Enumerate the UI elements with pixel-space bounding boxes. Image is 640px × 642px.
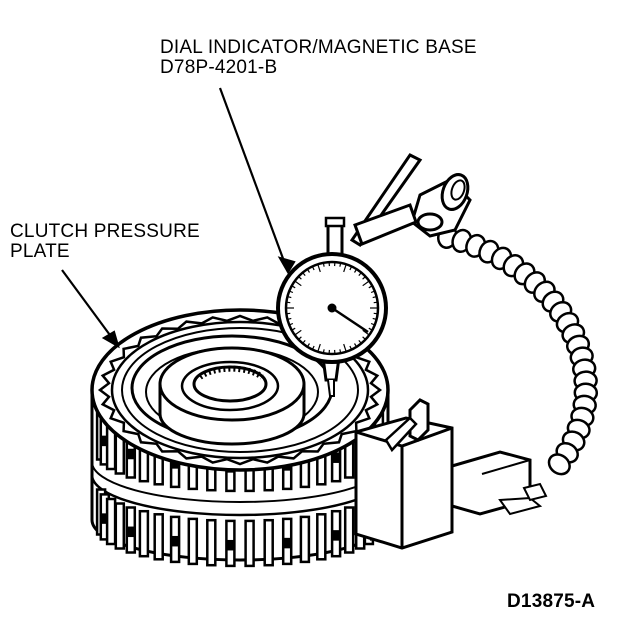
dial-tick [372, 317, 377, 320]
clutch-hub [130, 334, 334, 446]
dial-tick [311, 345, 315, 350]
dial-tick [322, 349, 325, 354]
dial-tick [302, 272, 306, 276]
spline-tooth [316, 513, 327, 561]
dial-tick [358, 340, 362, 344]
dial-tick [294, 280, 302, 287]
magnetic-base [354, 398, 548, 550]
dial-tick [298, 336, 302, 340]
spline-tooth [114, 502, 126, 550]
dial-tick [317, 343, 321, 352]
dial-tick [311, 266, 315, 271]
dial-indicator-label-line1: DIAL INDICATOR/MAGNETIC BASE [160, 37, 477, 58]
spline-tooth [105, 497, 117, 546]
spline-tooth [343, 506, 355, 554]
dial-tick [349, 266, 353, 271]
dial-tick [349, 345, 353, 350]
dial-tick [353, 268, 358, 273]
dial-tick [362, 329, 370, 336]
dial-tick [362, 280, 370, 287]
spline-tooth [244, 519, 255, 568]
dial-indicator [276, 216, 388, 397]
dial-tick [368, 285, 373, 289]
dial-tick [362, 276, 366, 280]
dial-tick [370, 290, 376, 294]
arm-segment [547, 453, 571, 476]
spline-slot [127, 448, 135, 460]
spline-slot [332, 530, 340, 541]
spline-tooth [206, 518, 217, 567]
dial-tick [306, 268, 311, 273]
leader-dial-indicator [218, 87, 290, 273]
dial-tick [287, 296, 292, 299]
dial-tick [339, 262, 342, 267]
dial-tick [368, 327, 373, 331]
spline-slot [227, 539, 234, 551]
spline-tooth [187, 517, 199, 566]
indicator-clamp [349, 153, 472, 248]
dial-tick [294, 329, 302, 336]
dial-tick [322, 262, 325, 267]
dial-tick [291, 327, 296, 331]
dial-tick [343, 264, 347, 273]
spline-tooth [299, 515, 311, 564]
dial-tick [358, 272, 362, 276]
dial-indicator-label-line2: D78P-4201-B [160, 57, 278, 78]
flexible-arm [437, 224, 599, 476]
dial-tick [373, 301, 378, 304]
dial-tick [302, 340, 306, 344]
dial-tick [286, 301, 291, 304]
dial-tick [306, 343, 311, 348]
figure-code: D13875-A [507, 591, 596, 612]
dial-tick [362, 336, 366, 340]
dial-tick [317, 264, 321, 273]
clutch-plate-label-line2: PLATE [10, 241, 70, 262]
dial-tick [288, 322, 294, 326]
dial-tick [287, 317, 292, 320]
dial-tick [353, 343, 358, 348]
dial-tick [288, 290, 294, 294]
dial-tick [291, 285, 296, 289]
leader-lines [61, 87, 296, 349]
spline-slot [283, 537, 291, 549]
dial-tick [298, 276, 302, 280]
spline-tooth [263, 518, 274, 567]
dial-tick [370, 322, 376, 326]
spline-tooth [153, 513, 164, 561]
leader-clutch-plate [61, 269, 119, 347]
clutch-plate-label-line1: CLUTCH PRESSURE [10, 221, 200, 242]
dial-tick [286, 312, 291, 315]
clutch-plate-label: CLUTCH PRESSURE PLATE [10, 222, 200, 262]
dial-tick [373, 312, 378, 315]
dial-tick [343, 343, 347, 352]
spline-slot [171, 535, 179, 547]
dial-tick [372, 296, 377, 299]
dial-tick [339, 349, 342, 354]
spline-tooth [138, 509, 150, 558]
dial-indicator-label: DIAL INDICATOR/MAGNETIC BASE D78P-4201-B [160, 38, 477, 78]
spline-slot [332, 452, 340, 463]
spline-slot [127, 526, 135, 538]
